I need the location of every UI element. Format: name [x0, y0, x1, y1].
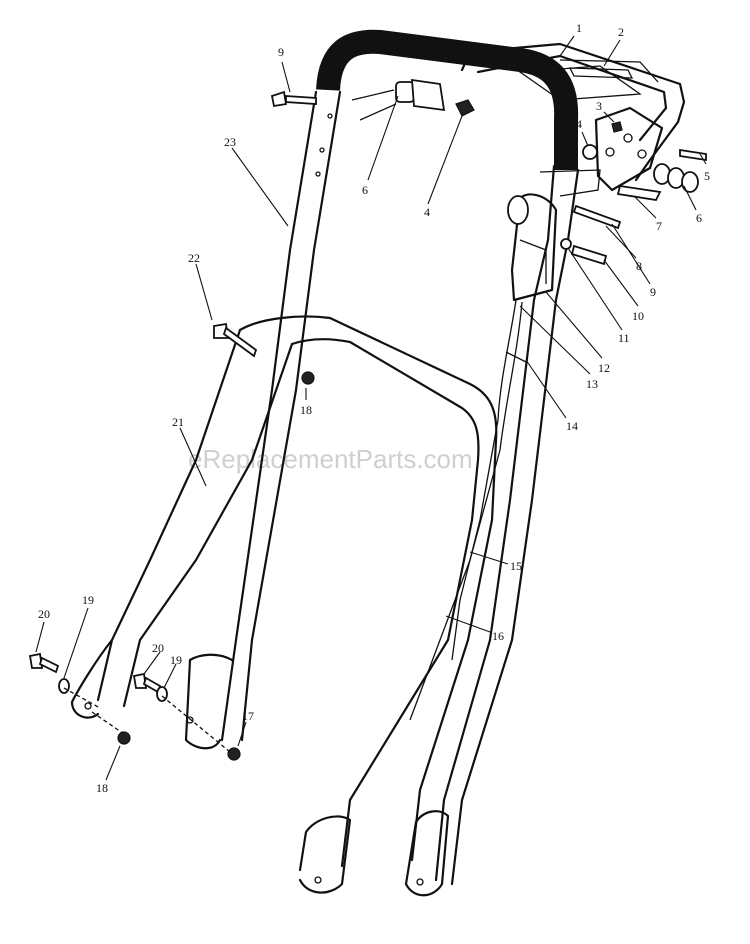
callout-21: 21 — [172, 415, 184, 429]
callout-18: 18 — [300, 403, 312, 417]
callout-16: 16 — [492, 629, 504, 643]
callout-19: 19 — [170, 653, 182, 667]
callout-20: 20 — [38, 607, 50, 621]
callout-10: 10 — [632, 309, 644, 323]
callout-18: 18 — [96, 781, 108, 795]
lower-handle — [70, 315, 498, 897]
callout-4: 4 — [424, 205, 430, 219]
leader-lines — [35, 35, 707, 781]
callout-4: 4 — [576, 117, 582, 131]
control-bracket — [507, 193, 558, 302]
callouts: 1 2 3 4 4 5 6 6 7 8 9 9 10 11 12 13 14 1… — [38, 21, 710, 795]
callout-9: 9 — [650, 285, 656, 299]
callout-11: 11 — [618, 331, 630, 345]
callout-8: 8 — [636, 259, 642, 273]
callout-7: 7 — [656, 219, 662, 233]
watermark: eReplacementParts.com — [188, 444, 473, 474]
control-cables — [409, 299, 527, 721]
callout-3: 3 — [596, 99, 602, 113]
callout-6: 6 — [362, 183, 368, 197]
hardware — [28, 78, 707, 761]
callout-20: 20 — [152, 641, 164, 655]
callout-1: 1 — [576, 21, 582, 35]
callout-2: 2 — [618, 25, 624, 39]
callout-13: 13 — [586, 377, 598, 391]
callout-19: 19 — [82, 593, 94, 607]
callout-6: 6 — [696, 211, 702, 225]
callout-9: 9 — [278, 45, 284, 59]
callout-5: 5 — [704, 169, 710, 183]
callout-15: 15 — [510, 559, 522, 573]
callout-23: 23 — [224, 135, 236, 149]
callout-14: 14 — [566, 419, 578, 433]
callout-17: 17 — [242, 709, 254, 723]
upper-handle — [220, 29, 580, 886]
callout-22: 22 — [188, 251, 200, 265]
grip-pad — [568, 67, 634, 79]
callout-12: 12 — [598, 361, 610, 375]
